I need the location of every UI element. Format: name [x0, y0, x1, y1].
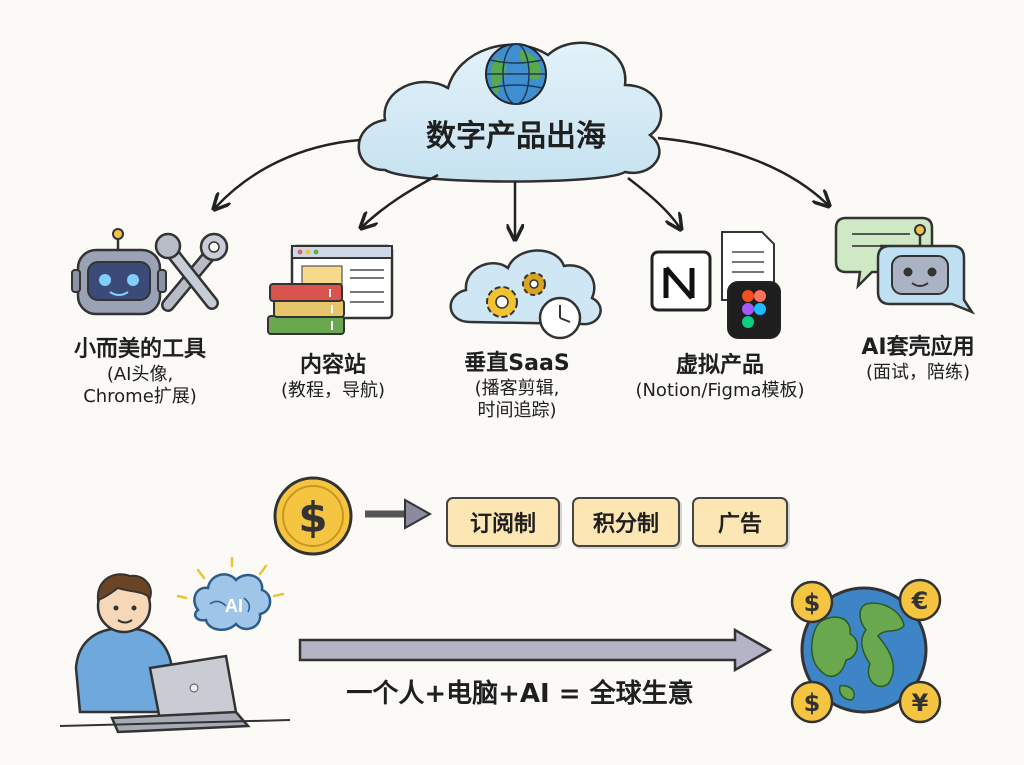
notion-logo-icon	[650, 250, 712, 312]
currency-coin-euro-icon	[898, 578, 942, 622]
wrench-icon	[154, 232, 229, 312]
big-arrow	[298, 627, 773, 673]
robot-icon	[71, 228, 167, 316]
category-content-title: 内容站	[299, 353, 366, 378]
svg-text:$: $	[298, 493, 327, 542]
equation-text: 一个人+电脑+AI = 全球生意	[346, 679, 694, 709]
category-ai-apps-sub1: (面试，陪练)	[865, 361, 971, 383]
central-cloud	[357, 41, 663, 183]
ai-brain-icon	[176, 556, 285, 632]
gear-icon	[486, 272, 546, 318]
branch-arrows	[215, 136, 828, 238]
category-tools: 小而美的工具 (AI头像, Chrome扩展)	[40, 336, 240, 409]
clock-icon	[538, 296, 582, 340]
currency-coin-dollar-bottom-icon	[790, 680, 834, 724]
currency-coin-dollar-top-icon	[790, 580, 834, 624]
chat-robot-icon	[876, 224, 976, 315]
currency-symbol-3: $	[804, 689, 821, 717]
arrow-to-tools	[215, 138, 361, 208]
category-ai-apps: AI套壳应用 (面试，陪练)	[830, 334, 1006, 384]
figma-logo-icon	[727, 281, 781, 339]
center-title: 数字产品出海	[426, 119, 606, 154]
currency-symbol-4: ¥	[912, 689, 929, 717]
currency-symbol-2: €	[911, 587, 929, 615]
model-subscription: 订阅制	[446, 497, 560, 547]
currency-symbol-1: $	[804, 589, 821, 617]
category-tools-sub1: (AI头像,	[106, 363, 174, 385]
arrow-to-content	[362, 173, 439, 227]
category-tools-sub2: Chrome扩展)	[83, 386, 197, 407]
category-saas-title: 垂直SaaS	[464, 351, 570, 376]
arrow-to-ai-apps	[657, 136, 828, 205]
person-icon	[74, 573, 174, 714]
model-ads: 广告	[692, 497, 788, 547]
category-tools-title: 小而美的工具	[73, 337, 206, 362]
category-saas: 垂直SaaS (播客剪辑, 时间追踪)	[432, 350, 602, 423]
books-icon	[267, 283, 345, 335]
globe-icon	[485, 43, 547, 105]
monetization-arrow	[365, 498, 433, 530]
category-content: 内容站 (教程，导航)	[248, 352, 418, 402]
dollar-coin-icon: $	[273, 476, 353, 556]
arrow-to-virtual	[627, 177, 680, 228]
ai-badge-label: AI	[225, 596, 243, 616]
category-saas-sub2: 时间追踪)	[477, 400, 557, 421]
category-content-sub1: (教程，导航)	[280, 379, 386, 401]
model-credits: 积分制	[572, 497, 680, 547]
category-virtual-sub1: (Notion/Figma模板)	[635, 379, 805, 401]
category-ai-apps-title: AI套壳应用	[861, 335, 975, 360]
category-virtual-title: 虚拟产品	[675, 353, 764, 378]
category-virtual: 虚拟产品 (Notion/Figma模板)	[604, 352, 836, 402]
earth-globe-icon	[800, 586, 928, 714]
category-saas-sub1: (播客剪辑,	[474, 377, 560, 399]
laptop-icon	[59, 654, 291, 734]
currency-coin-yen-icon	[898, 680, 942, 724]
